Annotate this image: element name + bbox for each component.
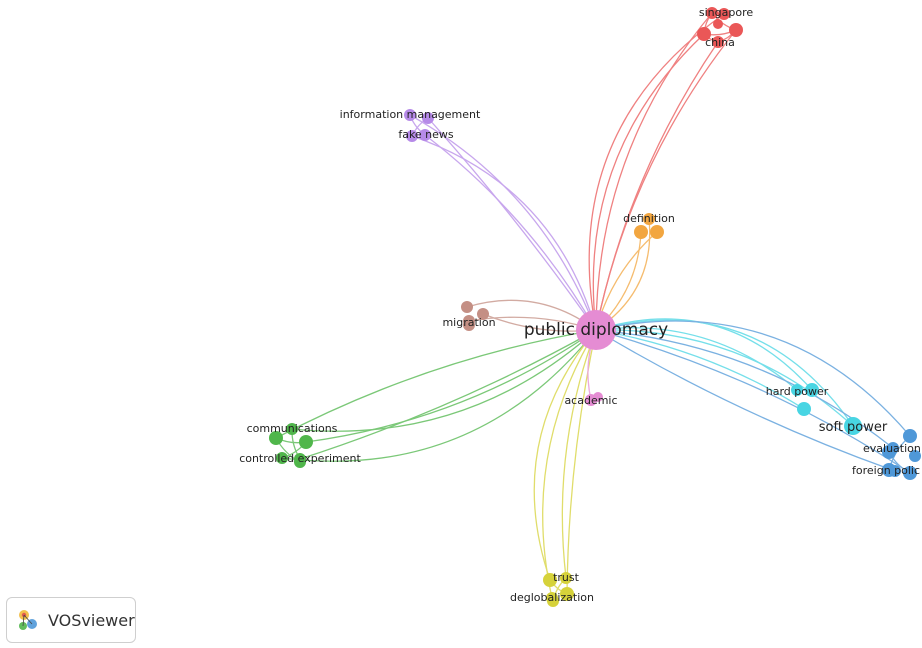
node-china[interactable] — [712, 36, 724, 48]
node-fake-news[interactable] — [419, 129, 431, 141]
cluster-node[interactable] — [903, 429, 917, 443]
cluster-node[interactable] — [406, 130, 418, 142]
node-label-deglobalization: deglobalization — [510, 591, 594, 604]
link-edge — [595, 327, 798, 391]
node-evaluation[interactable] — [887, 442, 899, 454]
link-edge — [595, 329, 854, 427]
cluster-node[interactable] — [477, 308, 489, 320]
node-label-information-management: information management — [340, 108, 481, 121]
node-academic[interactable] — [585, 394, 597, 406]
link-edge — [424, 134, 597, 331]
cluster-node[interactable] — [276, 452, 288, 464]
node-label-soft-power: soft power — [819, 420, 888, 435]
cluster-node[interactable] — [634, 225, 648, 239]
node-label-fake-news: fake news — [398, 128, 454, 141]
link-edge — [299, 329, 597, 460]
cluster-node[interactable] — [269, 431, 283, 445]
node-label-trust: trust — [553, 571, 580, 584]
node-label-foreign-policy: foreign polic — [852, 464, 920, 477]
node-label-china: china — [705, 36, 735, 49]
node-label-public-diplomacy: public diplomacy — [524, 320, 668, 340]
node-deglobalization[interactable] — [546, 592, 558, 604]
vosviewer-badge[interactable]: VOSviewer — [6, 597, 136, 643]
node-information-management[interactable] — [404, 109, 416, 121]
brand-name: VOSviewer — [48, 610, 135, 630]
link-edge — [411, 135, 597, 331]
link-edge — [595, 329, 896, 472]
link-edge — [533, 329, 597, 581]
node-label-migration: migration — [442, 316, 495, 329]
node-controlled-experiment[interactable] — [294, 453, 306, 465]
node-label-controlled-experiment: controlled experiment — [239, 452, 361, 465]
cluster-node[interactable] — [903, 466, 917, 480]
link-edge — [427, 117, 597, 331]
link-layer — [275, 12, 911, 602]
node-label-communications: communications — [247, 422, 338, 435]
node-soft-power[interactable] — [844, 417, 862, 435]
node-public-diplomacy[interactable] — [576, 310, 616, 350]
node-singapore[interactable] — [706, 7, 718, 19]
link-edge — [592, 33, 705, 331]
cluster-node[interactable] — [650, 225, 664, 239]
link-edge — [275, 329, 597, 439]
link-edge — [409, 114, 597, 331]
cluster-node[interactable] — [805, 383, 819, 397]
link-edge — [566, 329, 597, 595]
cluster-node[interactable] — [697, 27, 711, 41]
label-layer: public diplomacy singapore china informatio… — [239, 6, 921, 604]
link-edge — [595, 320, 911, 437]
link-edge — [561, 329, 597, 579]
node-migration[interactable] — [463, 315, 475, 327]
node-hard-power[interactable] — [791, 384, 803, 396]
link-edge — [588, 13, 725, 331]
cluster-node[interactable] — [797, 402, 811, 416]
cluster-node[interactable] — [729, 23, 743, 37]
cluster-node[interactable] — [461, 301, 473, 313]
node-foreign-policy[interactable] — [889, 465, 901, 477]
cluster-node[interactable] — [718, 8, 730, 20]
cluster-node[interactable] — [543, 573, 557, 587]
node-layer — [269, 7, 921, 607]
node-label-evaluation: evaluation — [863, 442, 921, 455]
node-trust[interactable] — [560, 572, 572, 584]
cluster-node[interactable] — [299, 435, 313, 449]
link-edge — [542, 329, 597, 599]
link-edge — [595, 319, 854, 427]
vosviewer-logo-icon — [19, 610, 37, 630]
node-definition[interactable] — [643, 213, 655, 225]
link-edge — [595, 41, 719, 331]
node-communications[interactable] — [286, 423, 298, 435]
node-label-definition: definition — [623, 212, 675, 225]
node-label-hard-power: hard power — [766, 385, 829, 398]
link-edge — [595, 12, 713, 331]
node-label-academic: academic — [564, 394, 617, 407]
link-edge — [595, 329, 805, 410]
cluster-node[interactable] — [560, 587, 574, 601]
cluster-node[interactable] — [713, 19, 723, 29]
link-edge — [291, 329, 597, 432]
node-label-singapore: singapore — [699, 6, 753, 19]
link-edge — [281, 329, 597, 462]
link-edge — [595, 329, 911, 474]
link-edge — [305, 329, 597, 443]
cluster-node[interactable] — [909, 450, 921, 462]
cluster-node[interactable] — [422, 112, 434, 124]
